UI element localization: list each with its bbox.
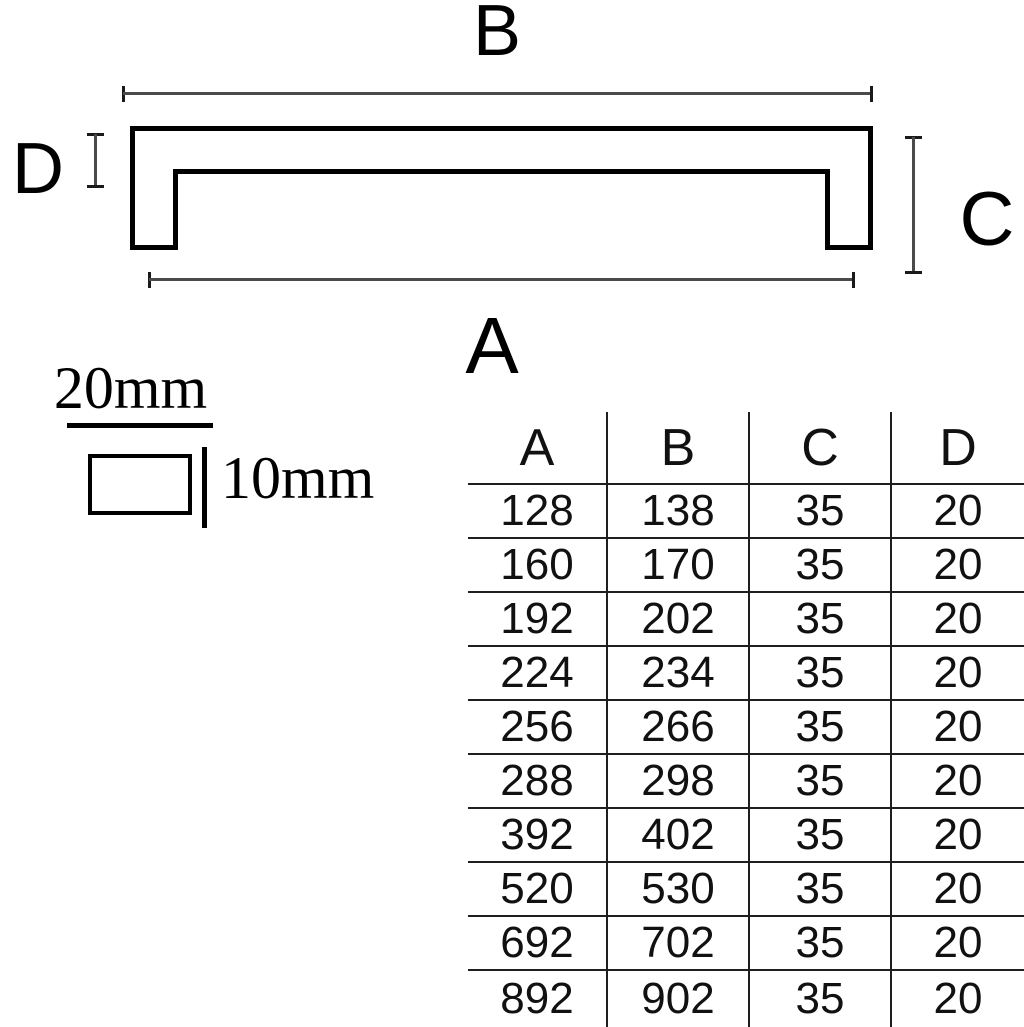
- cross-section-height-line: [202, 447, 207, 528]
- table-cell: 35: [749, 808, 892, 863]
- table-cell: 266: [607, 700, 750, 755]
- table-cell: 128: [468, 484, 608, 539]
- table-cell: 35: [749, 700, 892, 755]
- dimension-line: [94, 134, 97, 187]
- table-cell: 35: [749, 592, 892, 647]
- dimension-line-c: [905, 136, 922, 274]
- dim-label-c: C: [959, 177, 1015, 262]
- table-cell: 35: [749, 646, 892, 701]
- table-cell: 20: [891, 538, 1024, 593]
- table-cell: 20: [891, 700, 1024, 755]
- table-cell: 192: [468, 592, 608, 647]
- handle-left-foot: [130, 245, 178, 250]
- table-header-row: A B C D: [468, 412, 1024, 485]
- table-cell: 20: [891, 808, 1024, 863]
- dimension-line: [912, 137, 915, 273]
- cross-section-width-line: [67, 423, 213, 428]
- table-cell: 392: [468, 808, 608, 863]
- table-header-a: A: [468, 412, 608, 485]
- dimension-line: [123, 92, 872, 95]
- dimension-line-b: [122, 86, 873, 102]
- table-cell: 288: [468, 754, 608, 809]
- table-header-c: C: [749, 412, 892, 485]
- table-cell: 35: [749, 484, 892, 539]
- table-cell: 20: [891, 592, 1024, 647]
- table-cell: 35: [749, 538, 892, 593]
- cross-section-rectangle: [88, 454, 192, 515]
- table-cell: 202: [607, 592, 750, 647]
- dim-label-b: B: [472, 0, 522, 71]
- table-cell: 20: [891, 646, 1024, 701]
- handle-left-inner-edge: [173, 169, 178, 250]
- table-cell: 20: [891, 484, 1024, 539]
- dimension-tick: [87, 185, 104, 188]
- dim-label-a: A: [465, 301, 519, 390]
- cross-section-width-label: 20mm: [53, 355, 208, 421]
- table-cell: 702: [607, 916, 750, 971]
- dimension-line-a: [148, 272, 855, 288]
- dimension-line: [149, 278, 854, 281]
- table-cell: 138: [607, 484, 750, 539]
- table-cell: 35: [749, 862, 892, 917]
- table-cell: 20: [891, 862, 1024, 917]
- table-cell: 530: [607, 862, 750, 917]
- table-cell: 234: [607, 646, 750, 701]
- dimension-tick: [905, 271, 922, 274]
- handle-top-bar: [130, 126, 873, 131]
- dim-label-d: D: [12, 129, 64, 209]
- dimension-tick: [870, 86, 873, 102]
- table-cell: 20: [933, 974, 983, 1023]
- dimension-line-d: [87, 133, 104, 188]
- table-cell: 35: [749, 970, 892, 1027]
- table-header-d: D: [891, 412, 1024, 485]
- table-cell: 224: [468, 646, 608, 701]
- table-cell: 35: [749, 916, 892, 971]
- handle-right-outer-edge: [868, 126, 873, 250]
- table-cell: 902: [607, 970, 750, 1027]
- table-cell: 256: [468, 700, 608, 755]
- table-cell: 20: [891, 916, 1024, 971]
- table-cell: 160: [468, 538, 608, 593]
- table-cell: 892: [468, 970, 608, 1027]
- cross-section-height-label: 10mm: [221, 445, 375, 511]
- table-cell: 35: [749, 754, 892, 809]
- table-cell: 20: [891, 754, 1024, 809]
- handle-inner-bar: [173, 169, 830, 174]
- table-cell: 170: [607, 538, 750, 593]
- dimension-tick: [852, 272, 855, 288]
- handle-right-inner-edge: [825, 169, 830, 250]
- table-cell: 520: [468, 862, 608, 917]
- handle-left-outer-edge: [130, 126, 135, 250]
- handle-right-foot: [825, 245, 873, 250]
- table-header-b: B: [607, 412, 750, 485]
- table-cell: 692: [468, 916, 608, 971]
- table-cell: 298: [607, 754, 750, 809]
- table-cell: 402: [607, 808, 750, 863]
